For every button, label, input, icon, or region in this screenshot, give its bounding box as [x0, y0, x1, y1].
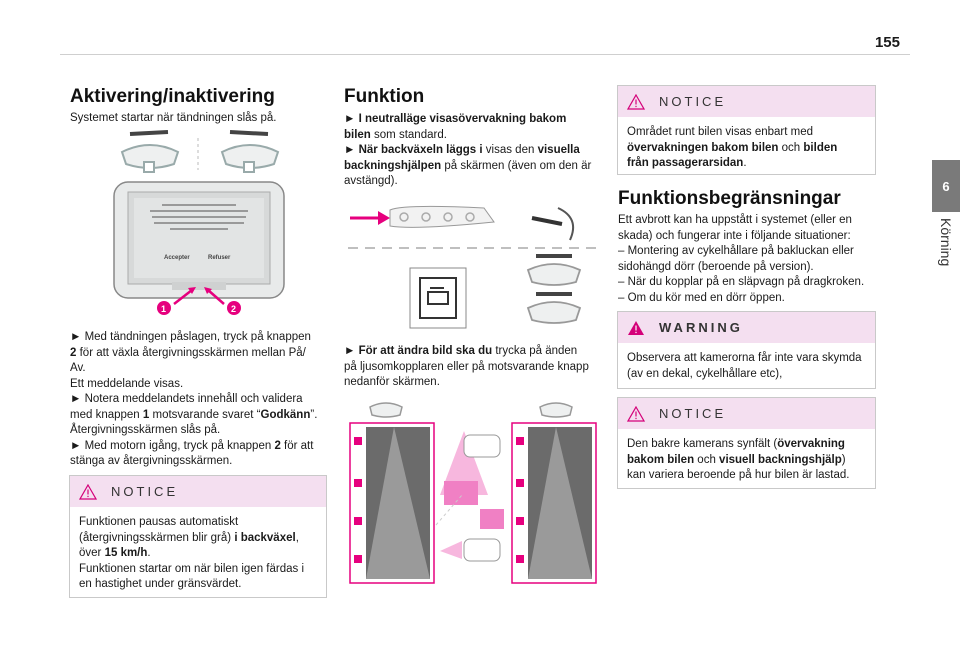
svg-text:1: 1	[161, 304, 166, 314]
notice-box-area: NOTICE Området runt bilen visas enbart m…	[617, 85, 876, 175]
section-title-function: Funktion	[344, 86, 425, 107]
warning-triangle-icon	[627, 93, 645, 110]
function-body-2: ► För att ändra bild ska du trycka på än…	[344, 345, 589, 388]
callout-2	[227, 301, 241, 315]
warning-heading: WARNING	[659, 320, 743, 335]
warning-triangle-icon	[627, 405, 645, 422]
section-title-activation: Aktivering/inaktivering	[70, 86, 275, 107]
warning-triangle-icon	[628, 320, 644, 335]
notice-box-field-of-view: NOTICE Den bakre kamerans synfält (överv…	[617, 397, 876, 489]
warning-box-cameras: WARNING Observera att kamerorna får inte…	[617, 311, 876, 389]
section-title-limitations: Funktionsbegränsningar	[618, 188, 841, 209]
light-switch-illustration	[348, 205, 598, 329]
top-rule	[60, 54, 910, 55]
activation-body: ► Med tändningen påslagen, tryck på knap…	[70, 331, 318, 467]
notice-heading: NOTICE	[659, 406, 727, 421]
steering-icon-left	[120, 144, 180, 173]
screen-illustration: Accepter Refuser 1 2	[113, 130, 285, 315]
camera-views-illustration	[349, 402, 597, 584]
notice-box-pause: NOTICE Funktionen pausas automatiskt (åt…	[69, 475, 327, 598]
refuse-button-label: Refuser	[208, 255, 231, 261]
accept-button-label: Accepter	[164, 255, 190, 261]
steering-icon-right	[220, 144, 280, 173]
notice-heading: NOTICE	[111, 484, 179, 499]
notice-heading: NOTICE	[659, 94, 727, 109]
intro-text: Systemet startar när tändningen slås på.	[70, 112, 277, 124]
limitations-body: Ett avbrott kan ha uppstått i systemet (…	[618, 214, 865, 304]
page-number: 155	[874, 34, 900, 51]
chapter-label: Körning	[938, 218, 954, 267]
chapter-tab[interactable]: 6	[932, 160, 960, 212]
callout-1	[157, 301, 171, 315]
svg-text:2: 2	[231, 304, 236, 314]
warning-triangle-icon	[79, 483, 97, 500]
function-body: ► I neutralläge visasövervakning bakom b…	[344, 113, 592, 187]
